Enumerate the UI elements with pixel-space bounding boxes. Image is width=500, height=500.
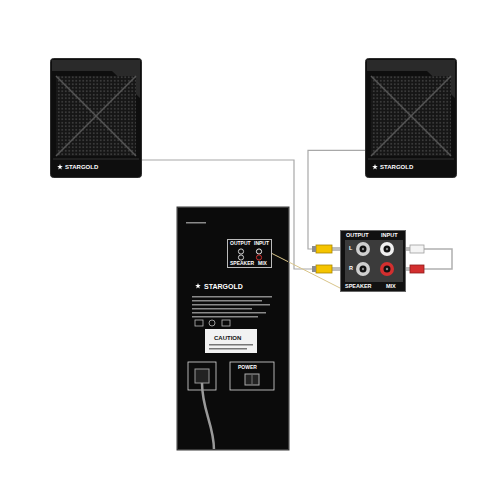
warning-label: CAUTION (214, 335, 241, 341)
rca-jack (256, 249, 261, 254)
rca-jack (356, 262, 370, 276)
speaker-wire (142, 160, 340, 269)
fine-print (209, 344, 253, 346)
ac-socket (195, 369, 209, 383)
speaker-body (50, 58, 142, 178)
rca-plug-yellow (312, 265, 340, 273)
port-label: OUTPUT (346, 233, 369, 239)
brand-name: STARGOLD (204, 283, 243, 290)
speaker-grille (371, 76, 451, 156)
rca-jack (380, 262, 394, 276)
speaker-grille (56, 76, 136, 156)
connector-panel: OUTPUTINPUT SPEAKER MIX (227, 239, 272, 268)
fine-print (192, 296, 272, 318)
channel-label: R (349, 266, 353, 272)
fine-print (186, 222, 206, 224)
cert-icons (195, 320, 230, 326)
rca-cable (424, 249, 452, 269)
speaker-unit: STARGOLD (365, 58, 457, 178)
subwoofer-back (177, 207, 289, 450)
brand-star (195, 283, 201, 288)
rca-jack (256, 255, 261, 260)
power-cord (202, 383, 214, 450)
jack-plate-inner (345, 240, 403, 282)
brand-star (372, 164, 378, 169)
port-label: INPUT (381, 233, 398, 239)
caution-label (205, 329, 257, 353)
jack-plate (341, 231, 405, 291)
grille-ridge (371, 76, 451, 156)
power-switch-frame (230, 362, 274, 390)
rca-plug-white (406, 245, 424, 253)
rca-plug-yellow (312, 245, 340, 253)
port-label: MIX (258, 261, 267, 266)
speaker-cabinet (51, 59, 142, 178)
brand-name: STARGOLD (65, 164, 98, 170)
rca-jack (356, 242, 370, 256)
brand-name: STARGOLD (380, 164, 413, 170)
port-label: INPUT (254, 241, 269, 246)
power-switch (245, 374, 259, 385)
speaker-bevel (53, 159, 139, 160)
speaker-body (365, 58, 457, 178)
connector-detail: OUTPUT INPUT SPEAKER MIX L R (340, 230, 406, 292)
channel-label: L (349, 246, 352, 252)
rca-plug-red (406, 265, 424, 273)
switch-label: POWER (238, 365, 257, 370)
subwoofer-panel: STARGOLD CAUTION POWER OUTPUTINPUT SPEAKER MI… (177, 207, 289, 450)
leader-line (272, 254, 340, 289)
fine-print (209, 348, 247, 350)
brand-star (57, 164, 63, 169)
speaker-unit: STARGOLD (50, 58, 142, 178)
rca-jack (238, 255, 243, 260)
rca-jack (380, 242, 394, 256)
port-label: SPEAKER (230, 261, 254, 266)
port-label: MIX (386, 284, 396, 290)
grille-ridge (56, 76, 136, 156)
speaker-cabinet (366, 59, 457, 178)
speaker-bevel (368, 159, 454, 160)
switch-rocker (252, 375, 253, 384)
port-label: SPEAKER (345, 284, 372, 290)
port-label: OUTPUT (230, 241, 251, 246)
rca-jack (238, 249, 243, 254)
